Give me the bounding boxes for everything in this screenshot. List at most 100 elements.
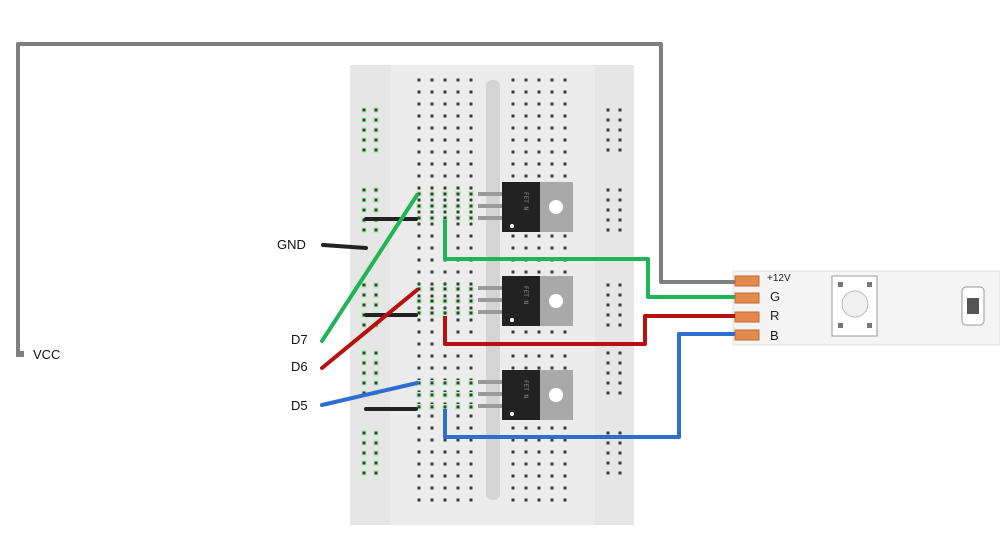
breadboard-hole (374, 148, 378, 152)
d5-signal-wire (320, 381, 419, 407)
breadboard-hole (430, 311, 434, 315)
green-channel-wire (443, 220, 735, 299)
breadboard-hole (374, 371, 378, 375)
breadboard-hole (524, 246, 528, 250)
breadboard-hole (430, 222, 434, 226)
breadboard-hole (606, 451, 610, 455)
breadboard-hole (374, 118, 378, 122)
breadboard-hole (456, 102, 460, 106)
breadboard-hole (469, 282, 473, 286)
breadboard-hole (618, 391, 622, 395)
mosfet-pin1-dot (510, 412, 514, 416)
breadboard-hole (618, 188, 622, 192)
breadboard-hole (456, 486, 460, 490)
breadboard-hole (469, 498, 473, 502)
breadboard-hole (469, 450, 473, 454)
breadboard-hole (606, 441, 610, 445)
strip-pad-b (734, 329, 760, 341)
breadboard-hole (469, 354, 473, 358)
breadboard-hole (511, 354, 515, 358)
breadboard-hole (430, 192, 434, 196)
breadboard-hole (606, 208, 610, 212)
breadboard-hole (469, 102, 473, 106)
breadboard-hole (469, 90, 473, 94)
breadboard-hole (469, 381, 473, 385)
breadboard-hole (563, 438, 567, 442)
breadboard-hole (606, 431, 610, 435)
breadboard-hole (469, 138, 473, 142)
breadboard-hole (456, 450, 460, 454)
breadboard-hole (443, 150, 447, 154)
breadboard-hole (443, 306, 447, 310)
breadboard-hole (563, 150, 567, 154)
breadboard-hole (417, 330, 421, 334)
breadboard-hole (362, 471, 366, 475)
breadboard-hole (606, 293, 610, 297)
breadboard-hole (430, 366, 434, 370)
breadboard-hole (563, 486, 567, 490)
mosfet-leg (478, 298, 504, 302)
breadboard-hole (511, 162, 515, 166)
breadboard-hole (443, 486, 447, 490)
breadboard-hole (417, 246, 421, 250)
breadboard-hole (430, 354, 434, 358)
breadboard-hole (456, 126, 460, 130)
breadboard-hole (417, 78, 421, 82)
breadboard-hole (469, 306, 473, 310)
breadboard-hole (417, 162, 421, 166)
breadboard-hole (456, 498, 460, 502)
breadboard-hole (511, 330, 515, 334)
breadboard-hole (563, 474, 567, 478)
mosfet-tab-hole (549, 200, 563, 214)
breadboard-hole (443, 162, 447, 166)
breadboard-hole (430, 246, 434, 250)
mosfet-tab-hole (549, 388, 563, 402)
breadboard-hole (443, 405, 447, 409)
breadboard-hole (417, 150, 421, 154)
breadboard-hole (469, 198, 473, 202)
breadboard-hole (537, 270, 541, 274)
breadboard-hole (469, 204, 473, 208)
breadboard-hole (511, 78, 515, 82)
breadboard-hole (443, 216, 447, 220)
breadboard-hole (417, 210, 421, 214)
breadboard-hole (417, 258, 421, 262)
breadboard-hole (374, 431, 378, 435)
breadboard-hole (537, 486, 541, 490)
breadboard-hole (417, 138, 421, 142)
breadboard-hole (417, 216, 421, 220)
breadboard-hole (374, 198, 378, 202)
breadboard-hole (618, 351, 622, 355)
breadboard-hole (443, 90, 447, 94)
breadboard-hole (511, 234, 515, 238)
breadboard-hole (524, 126, 528, 130)
breadboard-hole (550, 462, 554, 466)
breadboard-hole (469, 393, 473, 397)
breadboard-hole (550, 246, 554, 250)
breadboard-hole (524, 426, 528, 430)
breadboard-hole (443, 186, 447, 190)
strip-pin-r-label: R (770, 308, 779, 323)
breadboard-hole (456, 234, 460, 238)
breadboard-hole (563, 114, 567, 118)
breadboard-hole (537, 150, 541, 154)
breadboard-hole (456, 393, 460, 397)
strip-pin-g-label: G (770, 289, 780, 304)
breadboard-hole (430, 294, 434, 298)
breadboard-hole (456, 246, 460, 250)
breadboard-hole (606, 198, 610, 202)
breadboard-hole (563, 270, 567, 274)
breadboard-hole (606, 323, 610, 327)
breadboard-hole (443, 270, 447, 274)
breadboard-hole (469, 270, 473, 274)
breadboard-hole (456, 299, 460, 303)
breadboard-hole (456, 426, 460, 430)
breadboard-hole (443, 381, 447, 385)
breadboard-hole (550, 114, 554, 118)
breadboard-hole (469, 414, 473, 418)
breadboard-hole (606, 228, 610, 232)
breadboard-hole (362, 323, 366, 327)
mosfet-leg (478, 392, 504, 396)
breadboard-hole (374, 351, 378, 355)
breadboard-hole (511, 426, 515, 430)
